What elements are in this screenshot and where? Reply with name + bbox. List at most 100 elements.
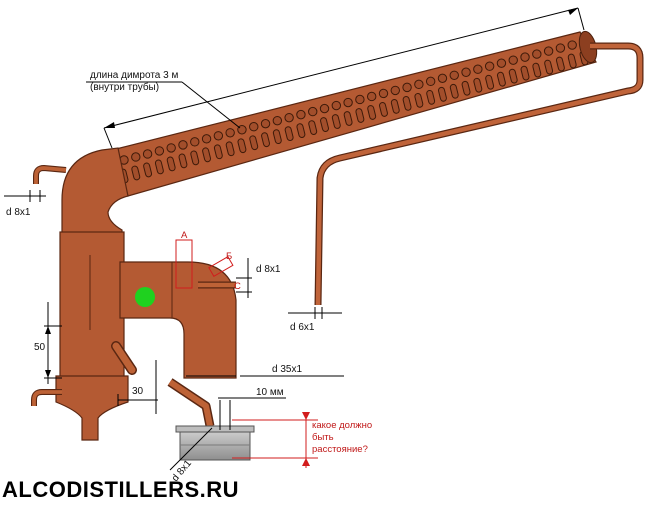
coil-turn-bottom (379, 102, 388, 117)
coil-turn-bottom (508, 68, 518, 84)
coil-turn-bottom (213, 144, 223, 160)
coil-turn-top (366, 91, 377, 102)
coil-turn-bottom (131, 165, 141, 181)
d-main-label: d 35x1 (272, 364, 302, 375)
dimension-lines (4, 7, 585, 471)
length-label-2: (внутри трубы) (90, 81, 159, 93)
coil-turn-top (496, 58, 507, 68)
coil-turn-top (343, 97, 353, 108)
coil-turn-bottom (143, 162, 153, 178)
coil-turn-bottom (426, 89, 436, 105)
condenser-coil (119, 37, 589, 184)
coil-turn-top (532, 49, 542, 59)
coil-turn-bottom (402, 96, 412, 111)
coil-turn-bottom (308, 120, 318, 135)
coil-turn-bottom (320, 117, 329, 132)
coil-turn-top (555, 43, 566, 53)
coil-turn-bottom (520, 65, 530, 81)
coil-turn-bottom (532, 62, 542, 78)
coil-turn-bottom (461, 80, 471, 96)
return-tube (315, 43, 643, 306)
coil-turn-top (142, 149, 153, 159)
coil-turn-top (201, 134, 212, 144)
coil-turn-bottom (178, 153, 188, 169)
coil-turn-top (414, 79, 424, 90)
coil-turn-top (473, 64, 483, 74)
coil-turn-top (178, 140, 188, 150)
coil-turn-top (390, 85, 400, 96)
coil-turn-top (166, 143, 176, 153)
coil-turn-bottom (414, 92, 424, 108)
coil-turn-bottom (437, 86, 447, 102)
marker-c-label: С (234, 281, 241, 292)
coil-turn-top (308, 106, 318, 117)
coil-turn-bottom (296, 123, 306, 138)
coil-turn-bottom (237, 138, 247, 154)
coil-turn-top (260, 118, 271, 129)
coil-turn-top (449, 70, 459, 80)
dim-10mm-label: 10 мм (256, 387, 284, 398)
coil-turn-top (508, 55, 518, 65)
main-column (59, 231, 125, 383)
base-flange (175, 425, 255, 461)
coil-turn-top (543, 46, 554, 56)
top-elbow (61, 147, 129, 259)
coil-turn-top (355, 94, 365, 105)
coil-turn-top (154, 146, 165, 156)
coil-turn-top (284, 112, 294, 123)
marker-b-label: Б (226, 251, 232, 262)
coil-turn-top (296, 109, 306, 120)
question-line-1: какое должно (312, 420, 372, 431)
marker-a-label: А (181, 230, 188, 241)
coil-turn-bottom (154, 159, 164, 175)
green-marker (135, 287, 155, 307)
coil-turn-top (461, 67, 471, 77)
question-line-3: расстояние? (312, 444, 368, 455)
coil-turn-bottom (390, 99, 400, 114)
coil-turn-top (249, 122, 259, 132)
coil-turn-bottom (202, 147, 212, 163)
coil-turn-top (190, 137, 200, 147)
watermark-text: ALCODISTILLERS.RU (2, 477, 239, 502)
d-side-label: d 8x1 (256, 264, 281, 275)
coil-turn-top (319, 103, 330, 114)
coil-turn-bottom (544, 59, 554, 75)
coil-turn-bottom (567, 53, 577, 69)
column-body (31, 147, 237, 441)
coil-turn-bottom (449, 83, 459, 99)
coil-turn-bottom (190, 150, 200, 166)
dim-30-label: 30 (132, 386, 144, 397)
coil-turn-bottom (367, 105, 377, 120)
text-labels: длина димрота 3 м (внутри трубы) d 8x1 А… (2, 70, 372, 502)
coil-turn-top (437, 73, 448, 84)
coil-turn-top (378, 88, 389, 99)
coil-turn-top (484, 61, 495, 71)
coil-turn-top (402, 82, 412, 93)
coil-turn-bottom (331, 114, 341, 129)
coil-turn-bottom (272, 129, 282, 145)
question-line-2: быть (312, 432, 334, 443)
coil-turn-top (272, 115, 283, 126)
coil-turn-bottom (261, 132, 271, 148)
coil-turn-bottom (343, 111, 353, 126)
coil-turn-bottom (225, 141, 235, 157)
dimroth-condenser (111, 30, 644, 306)
coil-turn-top (520, 52, 530, 62)
coil-turn-bottom (284, 126, 294, 142)
coil-turn-top (331, 100, 342, 111)
lower-collector (55, 375, 129, 441)
coil-turn-top (567, 40, 577, 50)
coil-turn-bottom (166, 156, 176, 172)
coil-turn-bottom (555, 56, 565, 72)
d-left-top-label: d 8x1 (6, 207, 31, 218)
side-branch (119, 261, 237, 379)
coil-turn-top (131, 152, 141, 162)
coil-turn-bottom (496, 71, 506, 87)
dim-50-label: 50 (34, 342, 46, 353)
coil-turn-bottom (485, 74, 495, 90)
length-label-1: длина димрота 3 м (90, 70, 178, 81)
coil-turn-top (213, 131, 224, 141)
coil-turn-top (225, 128, 235, 138)
coil-turn-bottom (249, 135, 259, 151)
